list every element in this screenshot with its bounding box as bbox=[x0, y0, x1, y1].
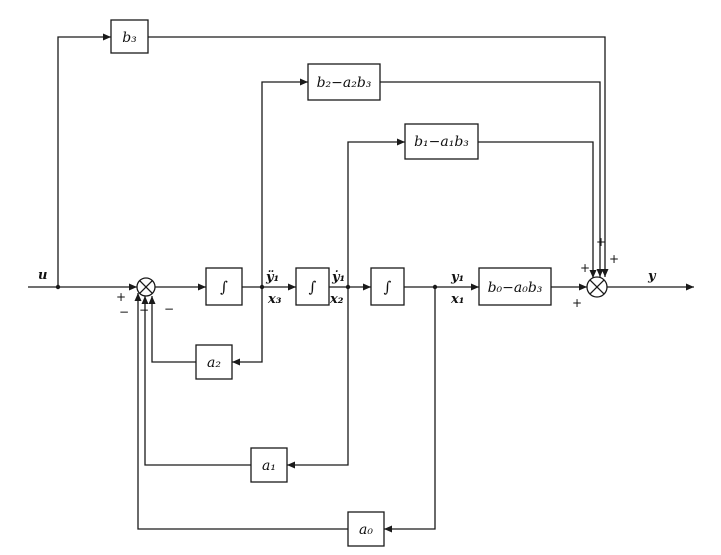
sign-right-b2: + bbox=[596, 235, 606, 249]
svg-text:b₁−a₁b₃: b₁−a₁b₃ bbox=[414, 134, 469, 150]
summing-junction-left bbox=[136, 277, 156, 297]
sign-left-a0: − bbox=[119, 305, 129, 319]
label-x3: x₃ bbox=[267, 292, 282, 307]
block-b0-a0b3: b₀−a₀b₃ bbox=[478, 267, 552, 306]
input-arrowhead bbox=[129, 283, 137, 291]
sign-left-input: + bbox=[116, 290, 126, 304]
sign-right-b0: + bbox=[572, 296, 582, 310]
summing-junction-right bbox=[586, 276, 608, 298]
label-y1: y₁ bbox=[450, 270, 464, 285]
block-b1-a1b3: b₁−a₁b₃ bbox=[404, 123, 479, 160]
svg-text:b₃: b₃ bbox=[122, 30, 137, 46]
svg-text:b₂−a₂b₃: b₂−a₂b₃ bbox=[317, 75, 372, 91]
svg-text:a₀: a₀ bbox=[359, 522, 373, 538]
sign-left-a1: − bbox=[139, 303, 149, 317]
svg-text:a₁: a₁ bbox=[262, 458, 276, 474]
label-u: u bbox=[38, 268, 47, 283]
block-a2: a₂ bbox=[195, 344, 233, 380]
integrator-3: ∫ bbox=[370, 267, 405, 306]
sign-right-b1: + bbox=[580, 261, 590, 275]
integrator-1: ∫ bbox=[205, 267, 243, 306]
svg-text:∫: ∫ bbox=[384, 278, 392, 296]
block-a0: a₀ bbox=[347, 511, 385, 547]
block-a1: a₁ bbox=[250, 447, 288, 483]
svg-text:∫: ∫ bbox=[309, 278, 317, 296]
label-x2: x₂ bbox=[329, 292, 344, 307]
svg-text:∫: ∫ bbox=[220, 278, 228, 296]
block-b2-a2b3: b₂−a₂b₃ bbox=[307, 63, 381, 101]
integrator-2: ∫ bbox=[295, 267, 330, 306]
svg-text:b₀−a₀b₃: b₀−a₀b₃ bbox=[488, 280, 543, 296]
label-y1-ddot: ÿ₁ bbox=[265, 270, 279, 285]
sign-left-a2: − bbox=[164, 302, 174, 316]
label-y1-dot: ẏ₁ bbox=[331, 270, 345, 285]
label-x1: x₁ bbox=[450, 292, 464, 307]
sign-right-b3: + bbox=[609, 252, 619, 266]
block-b3: b₃ bbox=[110, 19, 149, 54]
label-y: y bbox=[647, 269, 657, 284]
svg-text:a₂: a₂ bbox=[207, 355, 221, 371]
